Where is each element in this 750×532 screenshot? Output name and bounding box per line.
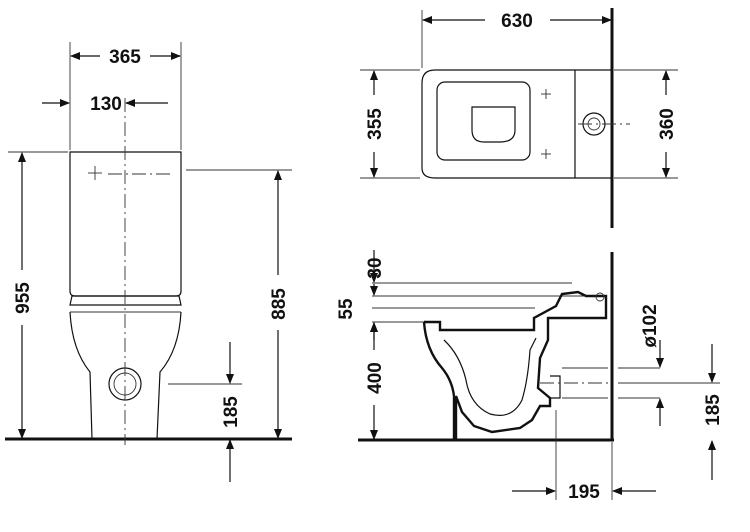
dim-front-outlet-height: 185 (221, 396, 242, 428)
dim-side-seat-top: 30 (365, 257, 386, 278)
dim-front-center-offset: 130 (90, 94, 122, 115)
dim-front-tank-height: 885 (269, 288, 290, 320)
dim-side-seat-gap: 55 (336, 298, 357, 320)
dim-top-tank-width: 360 (657, 108, 678, 140)
dim-top-bowl-width: 355 (365, 108, 386, 140)
top-bowl-opening (471, 106, 516, 143)
side-trap-path (443, 337, 537, 416)
top-rim (436, 81, 531, 161)
front-bowl-outline (69, 311, 182, 440)
flush-button-icon (88, 166, 102, 180)
dim-side-rim-height: 400 (365, 362, 386, 394)
front-view: 365 130 955 885 185 (5, 42, 292, 482)
dim-side-outlet-offset: 195 (568, 482, 600, 503)
side-bowl-outline (422, 290, 608, 440)
dim-side-outlet-height: 185 (703, 394, 724, 426)
top-view: 630 355 360 (360, 8, 678, 228)
dim-top-length: 630 (501, 11, 533, 32)
hinge-icon (541, 89, 551, 159)
side-outlet (550, 375, 561, 399)
top-outline (421, 69, 612, 179)
dim-front-total-height: 955 (13, 282, 34, 314)
dim-side-pipe-diameter: ø102 (640, 304, 661, 347)
front-seat-band (69, 295, 182, 306)
side-section-view: 30 55 400 ø102 185 195 (336, 250, 724, 503)
dim-front-width: 365 (109, 47, 141, 68)
